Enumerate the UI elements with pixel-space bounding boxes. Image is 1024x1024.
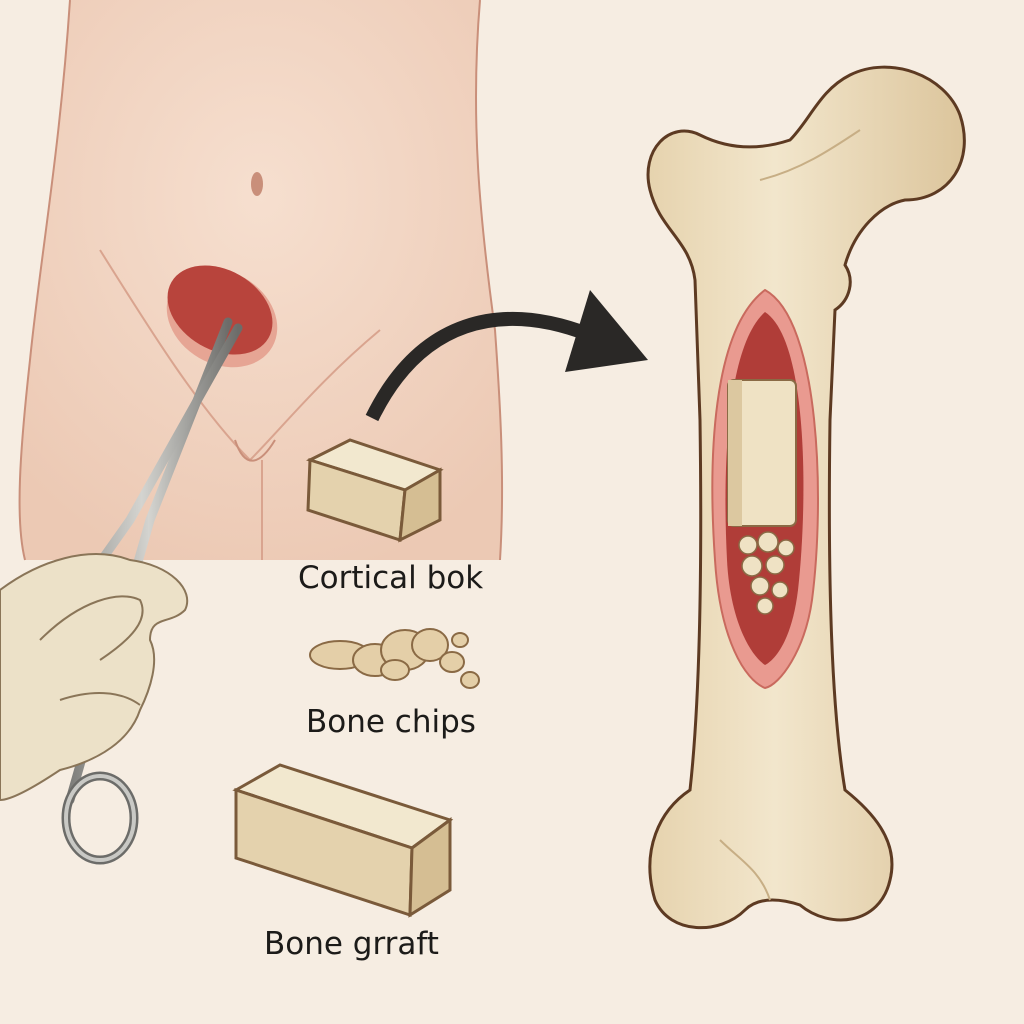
bone-graft-label: Bone grraft	[264, 926, 439, 962]
bone-graft-block	[232, 763, 454, 918]
cortical-block-label: Cortical bok	[298, 560, 484, 596]
hand	[0, 553, 188, 802]
incision	[166, 265, 278, 368]
cortical-block	[306, 438, 444, 543]
bone-chips	[309, 628, 480, 689]
graft-site	[711, 288, 819, 690]
arrow-icon	[365, 290, 648, 422]
navel	[251, 172, 263, 196]
bone-chips-label: Bone chips	[306, 704, 476, 740]
